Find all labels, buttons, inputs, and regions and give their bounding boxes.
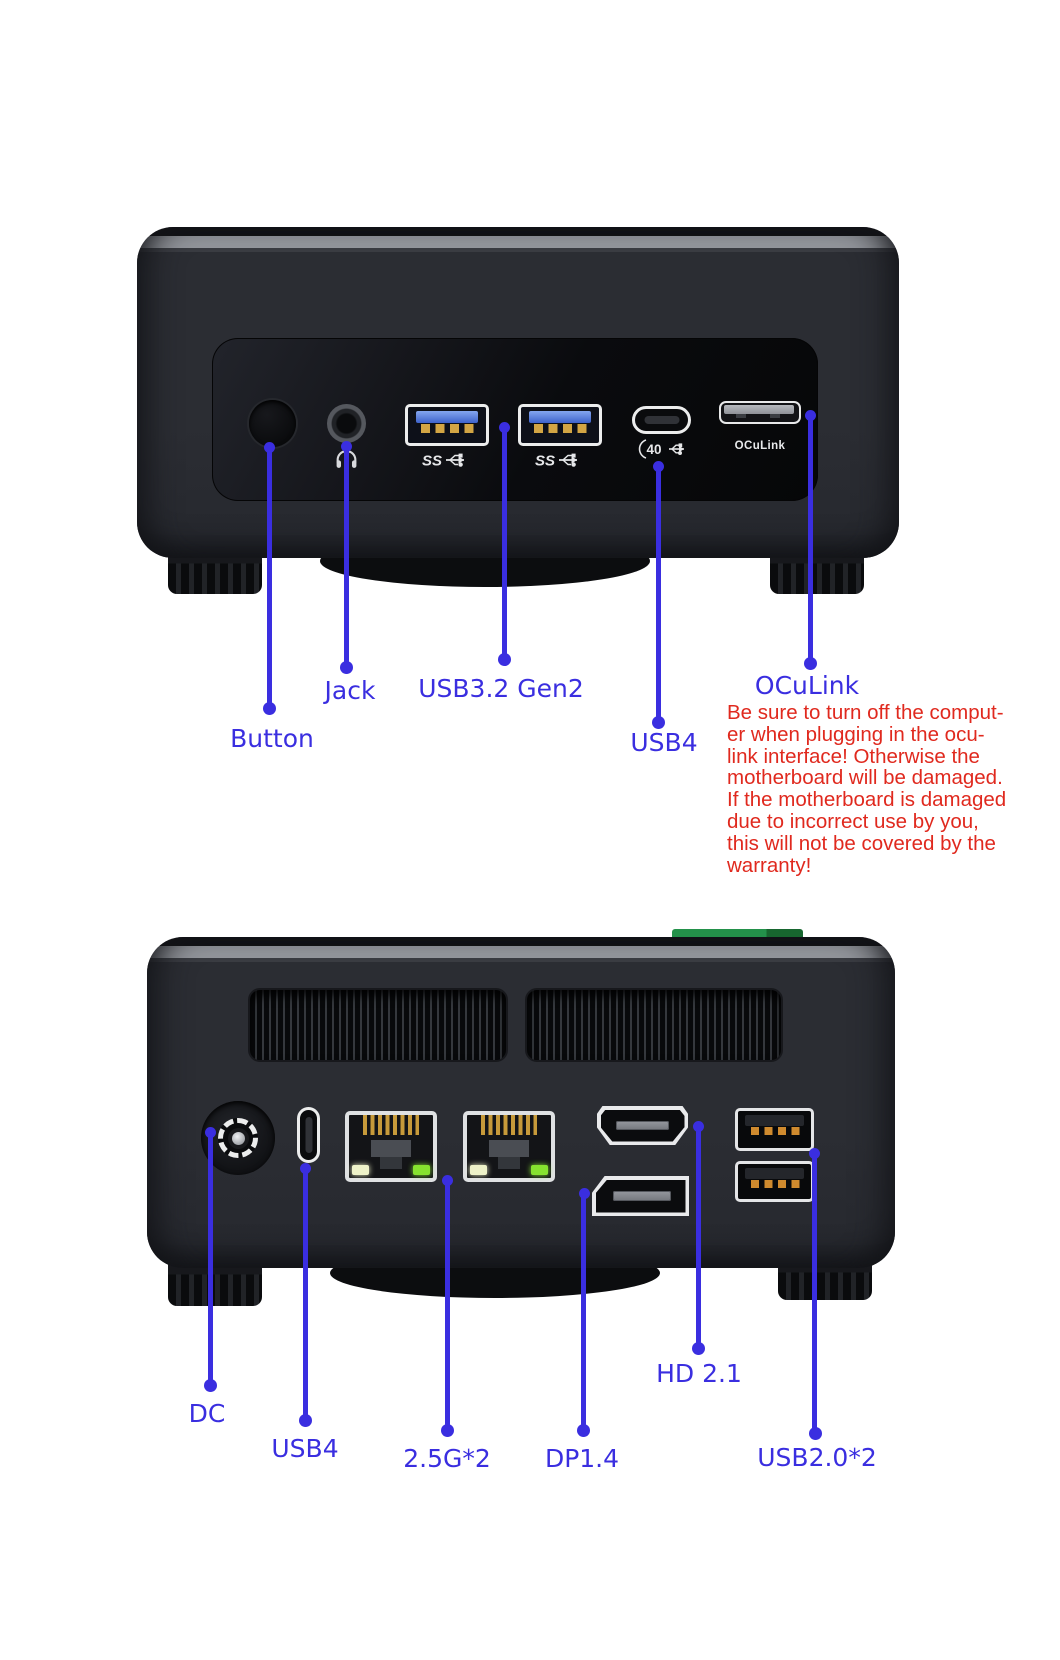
callout-start-dot [340, 441, 352, 452]
usb-pins [534, 424, 588, 433]
callout-line-usb4-front [655, 465, 661, 722]
callout-line-usb2 [811, 1151, 817, 1433]
callout-label-hdmi: HD 2.1 [656, 1359, 742, 1388]
mini-pc-front-view: SS SS [137, 227, 899, 558]
ethernet-port-2 [463, 1111, 555, 1182]
hdmi-port [597, 1106, 688, 1145]
callout-start-dot [804, 410, 816, 421]
callout-dot [691, 1341, 705, 1355]
displayport-port [592, 1176, 689, 1216]
link-led [352, 1165, 369, 1175]
oculink-print: OCuLink [734, 440, 786, 452]
warning-line: er when plugging in the ocu- [727, 722, 985, 746]
ss-usb-icon: SS [422, 453, 464, 470]
oculink-warning-text: Be sure to turn off the comput- er when … [727, 702, 1032, 876]
warning-line: motherboard will be damaged. [727, 766, 1003, 790]
callout-line-lan [444, 1178, 450, 1430]
usb-pins [421, 424, 475, 433]
callout-dot [576, 1423, 590, 1437]
callout-line-usb4-rear [303, 1166, 308, 1420]
power-button-port [249, 400, 296, 447]
callout-start-dot [692, 1121, 704, 1132]
usb4-40gbps-icon: 40 [638, 439, 684, 459]
warning-line: Be sure to turn off the comput- [727, 701, 1004, 724]
callout-label-jack: Jack [324, 676, 376, 705]
callout-label-oculink: OCuLink [754, 671, 860, 700]
dc-center-pin [231, 1131, 245, 1145]
callout-line-jack [343, 444, 349, 667]
callout-label-button: Button [230, 724, 314, 753]
usb-c-port-front [632, 406, 691, 434]
dc-in-port [201, 1101, 275, 1175]
callout-line-hdmi [695, 1124, 701, 1348]
usb-tongue [529, 411, 591, 423]
callout-start-dot [498, 421, 510, 433]
callout-label-lan: 2.5G*2 [403, 1444, 491, 1473]
hdmi-connector-bar [616, 1121, 669, 1130]
callout-line-dp [580, 1191, 586, 1430]
svg-text:40: 40 [647, 442, 662, 457]
callout-start-dot [652, 461, 664, 472]
callout-dot [803, 656, 817, 670]
oculink-connector-bar [724, 405, 794, 414]
callout-dot [203, 1378, 217, 1392]
callout-label-usb32: USB3.2 Gen2 [418, 674, 584, 703]
usb2-port-1 [735, 1108, 814, 1151]
callout-dot [440, 1423, 454, 1437]
dp-connector-bar [613, 1191, 671, 1201]
callout-line-oculink [807, 414, 813, 663]
mini-pc-rear-view [147, 937, 895, 1268]
svg-text:SS: SS [535, 453, 555, 470]
usb-a-port-1 [405, 404, 489, 446]
warning-line: If the motherboard is damaged [727, 788, 1007, 812]
usb2-port-2 [735, 1161, 814, 1202]
callout-start-dot [578, 1188, 590, 1199]
callout-line-usb32 [501, 427, 507, 659]
callout-line-dc [207, 1130, 213, 1385]
activity-led [413, 1165, 430, 1175]
vent-grille-left [248, 988, 508, 1062]
callout-label-usb2: USB2.0*2 [757, 1443, 877, 1472]
callout-label-dp: DP1.4 [544, 1444, 620, 1473]
callout-start-dot [808, 1148, 820, 1159]
link-led [470, 1165, 487, 1175]
callout-dot [339, 660, 353, 674]
callout-dot [808, 1426, 822, 1440]
callout-line-button [266, 446, 272, 708]
warning-line: warranty! [727, 853, 812, 877]
callout-start-dot [441, 1175, 453, 1186]
callout-start-dot [204, 1127, 216, 1138]
oculink-port [719, 401, 801, 424]
callout-start-dot [263, 442, 275, 453]
callout-dot [651, 715, 665, 729]
usb-c-port-rear [297, 1107, 320, 1163]
activity-led [531, 1165, 548, 1175]
usb-c-slot [644, 416, 679, 424]
audio-jack-port [327, 404, 366, 443]
ethernet-port-1 [345, 1111, 437, 1182]
usb-tongue [416, 411, 478, 423]
svg-text:SS: SS [422, 453, 442, 470]
callout-label-usb4-rear: USB4 [271, 1434, 339, 1463]
ss-usb-icon: SS [535, 453, 577, 470]
usb-c-slot [305, 1117, 312, 1153]
callout-dot [497, 652, 511, 666]
callout-label-dc: DC [188, 1399, 226, 1428]
callout-dot [262, 701, 276, 715]
front-io-panel: SS SS [212, 338, 818, 501]
vent-grille-right [525, 988, 783, 1062]
warning-line: due to incorrect use by you, [727, 809, 979, 833]
callout-dot [299, 1413, 312, 1427]
warning-line: this will not be covered by the [727, 831, 996, 855]
callout-start-dot [300, 1163, 311, 1174]
pcb-green-tab [672, 929, 803, 939]
usb-a-port-2 [518, 404, 602, 446]
warning-line: link interface! Otherwise the [727, 744, 980, 768]
callout-label-usb4-front: USB4 [630, 728, 698, 757]
